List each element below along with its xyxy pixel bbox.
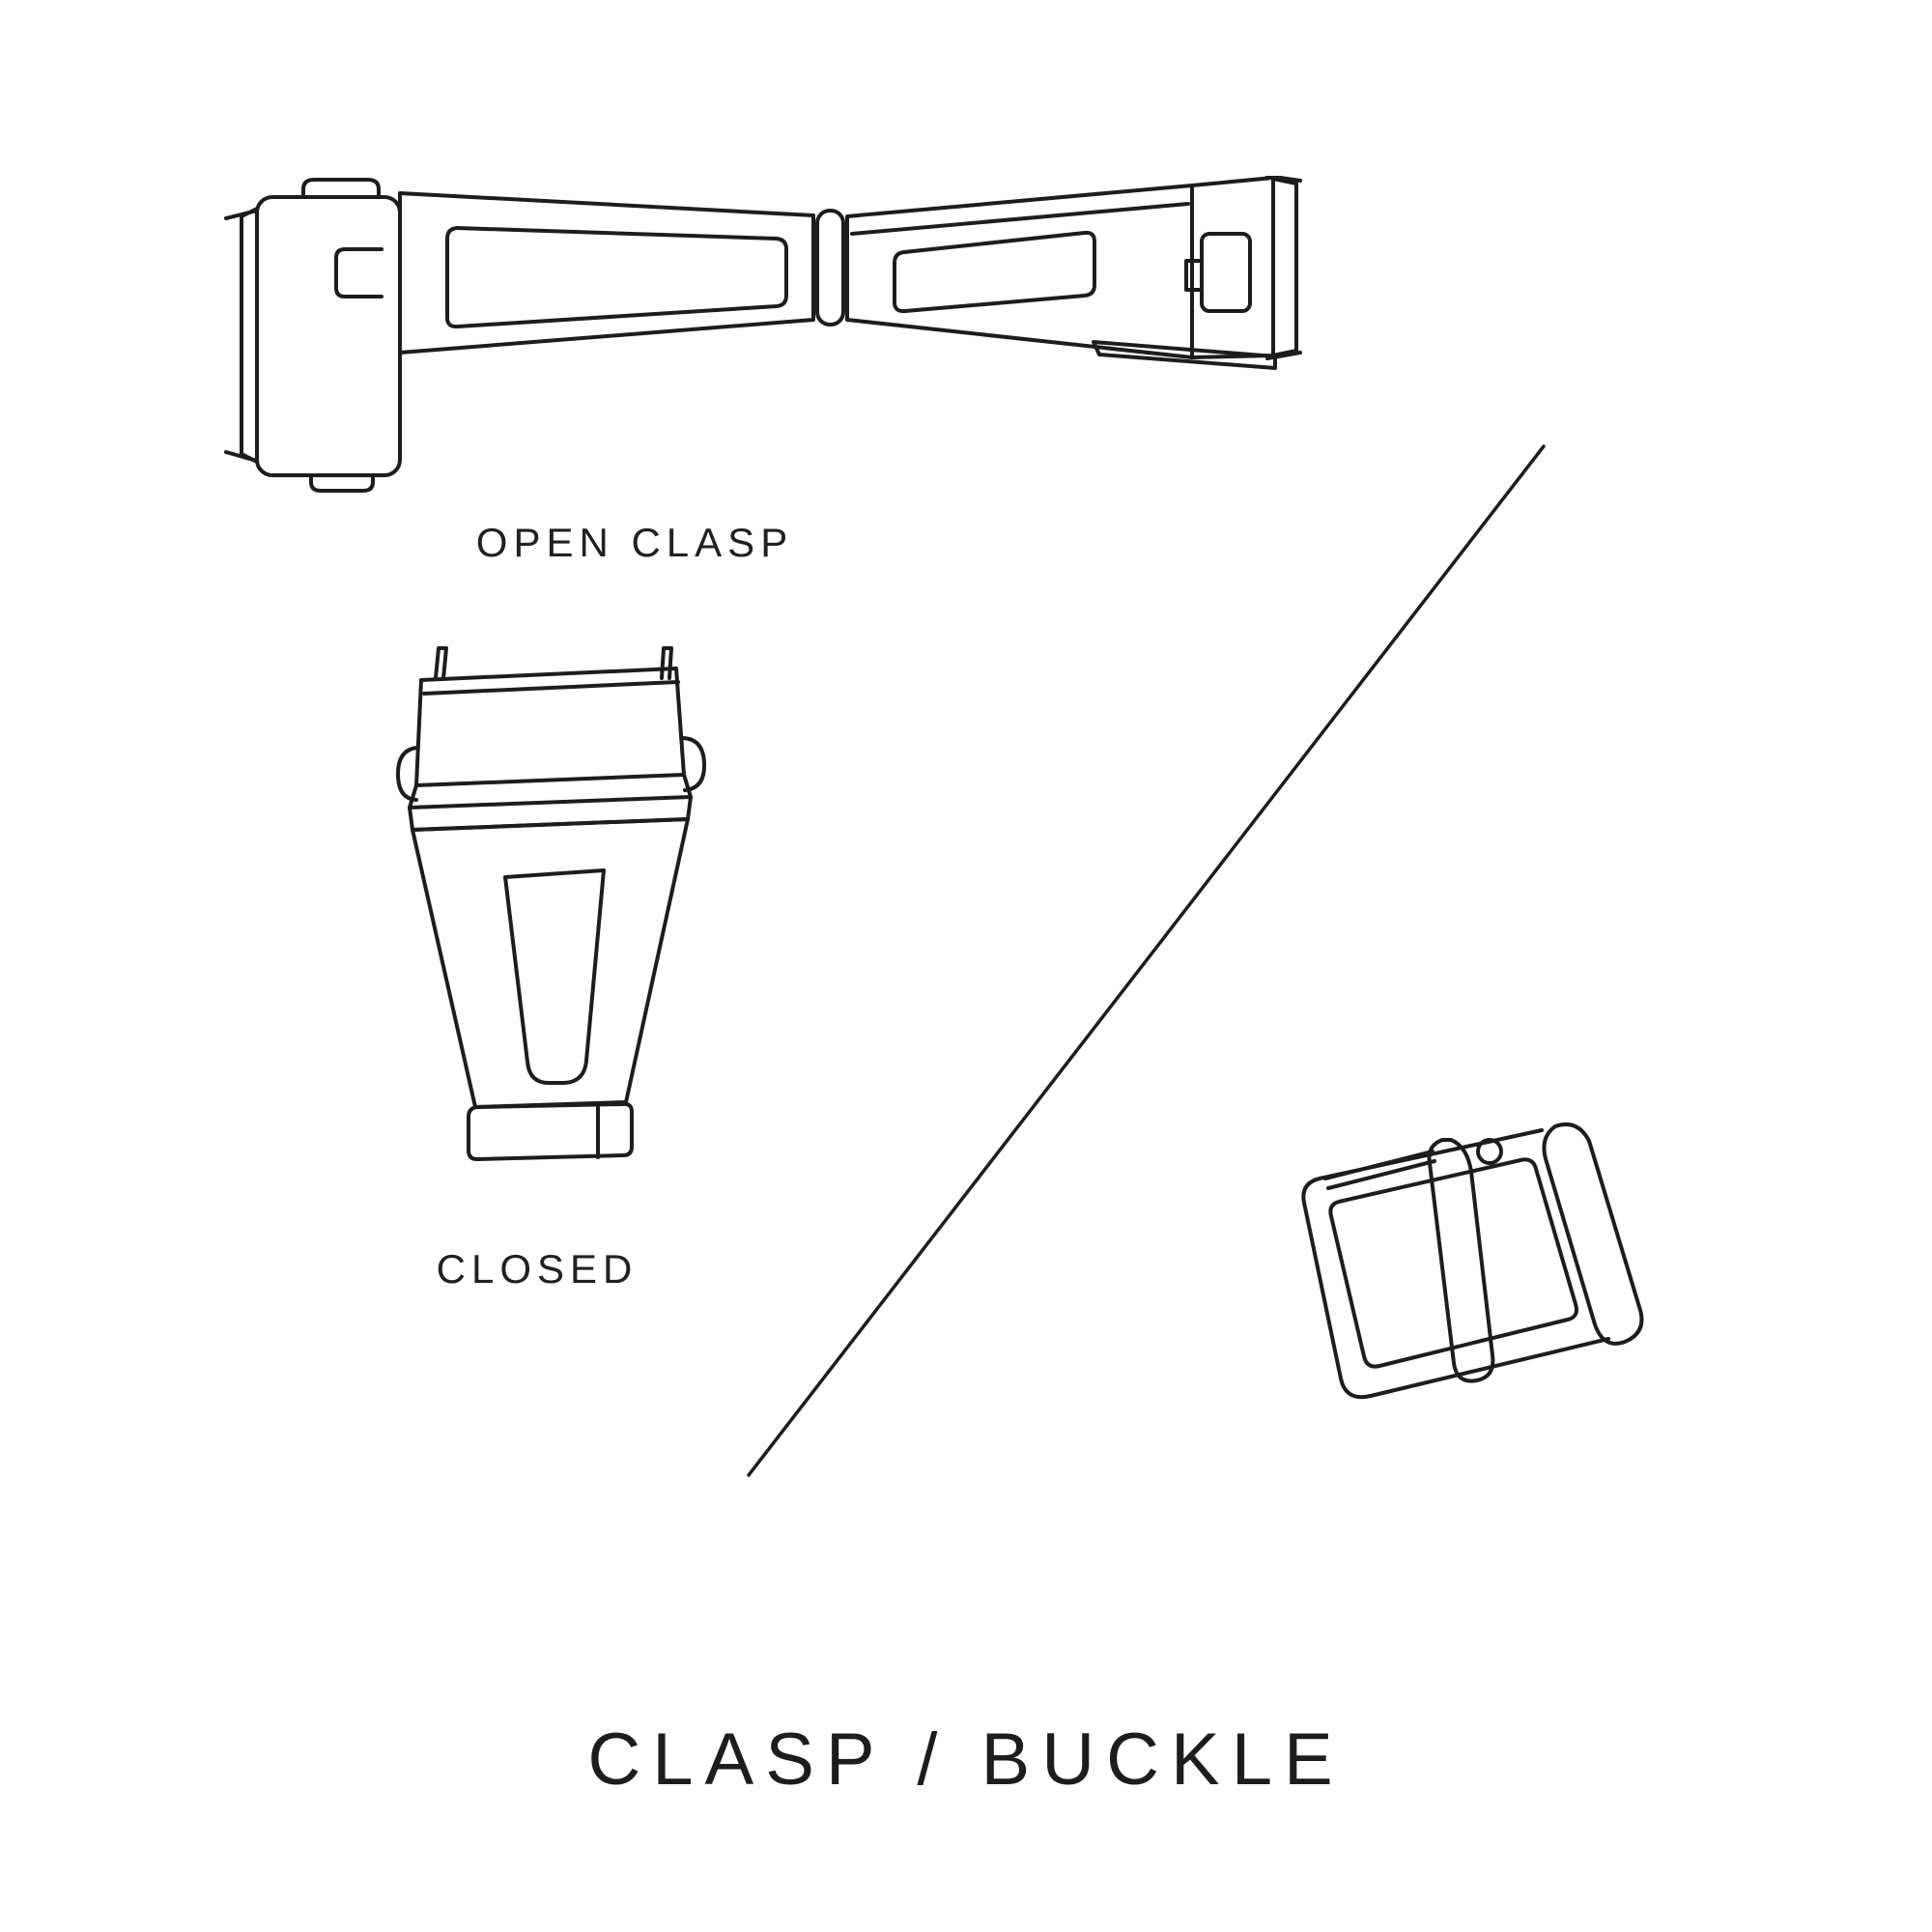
- open-clasp-label: OPEN CLASP: [475, 520, 794, 565]
- buckle-drawing: [1301, 1122, 1644, 1400]
- closed-clasp-illustration: [396, 646, 707, 1161]
- closed-clasp-drawing: [396, 646, 707, 1161]
- open-clasp-illustration: [224, 176, 1302, 493]
- diagonal-divider-line: [747, 444, 1546, 1477]
- open-clasp-drawing: [224, 176, 1302, 493]
- closed-label: CLOSED: [436, 1246, 639, 1292]
- buckle-illustration: [1301, 1122, 1644, 1400]
- diagram-title: CLASP / BUCKLE: [587, 1719, 1345, 1801]
